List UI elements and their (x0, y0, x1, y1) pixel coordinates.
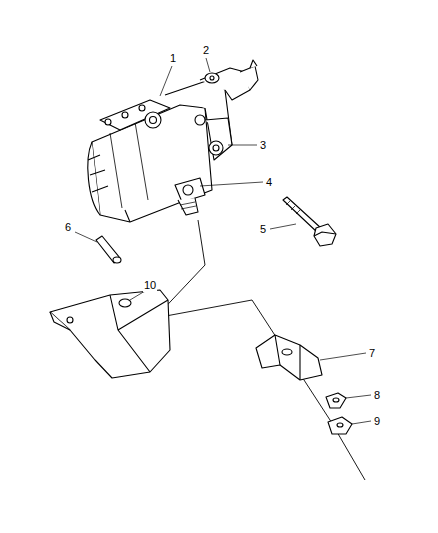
bracket (50, 290, 170, 378)
callout-number: 4 (265, 176, 273, 189)
callout-number: 3 (259, 139, 267, 152)
nut (328, 417, 352, 434)
bolt (283, 197, 336, 246)
callout-number: 7 (368, 347, 376, 360)
steering-gear (88, 60, 258, 222)
shaft-centerline (155, 220, 365, 480)
callout-number: 2 (202, 44, 210, 57)
callout-number: 1 (169, 52, 177, 65)
callout-number: 9 (373, 415, 381, 428)
callout-number: 10 (143, 279, 157, 292)
pin (96, 236, 121, 263)
callout-number: 8 (373, 389, 381, 402)
callout-number: 6 (64, 221, 72, 234)
shaft-bracket (256, 335, 322, 380)
washer (326, 393, 346, 408)
leader-lines (75, 58, 371, 424)
callout-number: 5 (259, 223, 267, 236)
